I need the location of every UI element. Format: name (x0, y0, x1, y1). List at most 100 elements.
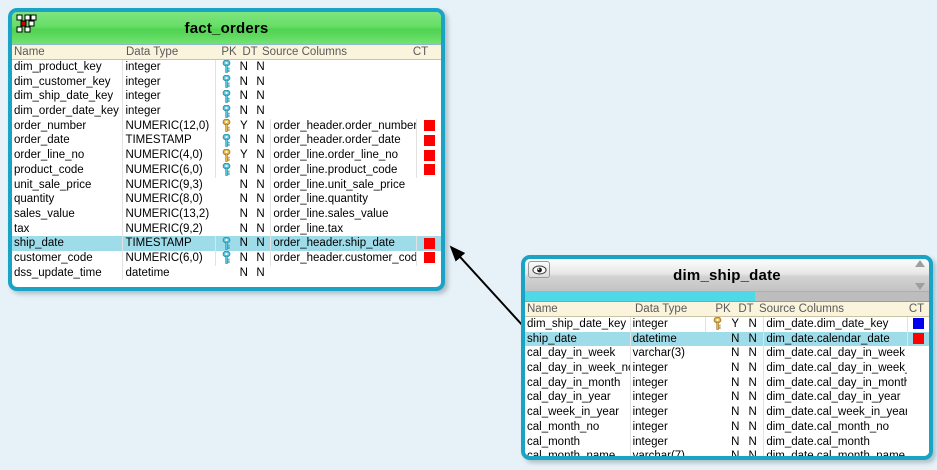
cell-key-indicator (215, 74, 237, 90)
cell-pk-flag: N (239, 61, 248, 73)
entity-progress-strip[interactable] (525, 292, 929, 302)
cell-data-type: integer (629, 390, 706, 406)
cell-pk-flag: N (239, 251, 248, 264)
cell-column-name: cal_month_name (527, 450, 616, 460)
cell-change-type (416, 236, 441, 251)
entity-title-bar[interactable]: dim_ship_date (525, 259, 929, 292)
cell-data-type: TIMESTAMP (122, 133, 215, 149)
cell-dt-flag: N (748, 450, 757, 460)
cell-pk-flag: N (731, 391, 740, 404)
cell-column-name: cal_month (527, 435, 581, 448)
cell-pk-flag: N (239, 178, 248, 191)
cell-source-columns: order_header.order_number (270, 118, 416, 134)
grid-header-row: Name Data Type PK DT Source Columns CT (12, 45, 441, 60)
change-type-swatch (423, 134, 435, 146)
cell-data-type: NUMERIC(6,0) (122, 250, 215, 266)
header-dt[interactable]: DT (242, 45, 258, 58)
cell-column-name: cal_month_no (527, 420, 600, 433)
header-pk[interactable]: PK (221, 45, 237, 58)
cell-dt-flag: N (256, 119, 265, 132)
cell-key-indicator (215, 162, 237, 178)
cell-data-type: integer (629, 405, 706, 420)
entity-title: fact_orders (184, 19, 269, 37)
cell-column-name: sales_value (14, 207, 75, 220)
header-datatype[interactable]: Data Type (635, 302, 688, 315)
cell-key-indicator (215, 250, 237, 266)
cell-column-name: cal_day_in_week (527, 347, 616, 360)
key-icon (222, 89, 231, 103)
header-pk[interactable]: PK (715, 302, 731, 315)
header-source[interactable]: Source Columns (262, 45, 348, 58)
change-type-swatch (912, 333, 924, 345)
scroll-down-arrow[interactable] (914, 283, 925, 290)
cell-source-columns: order_line.order_line_no (270, 148, 416, 163)
cell-column-name: tax (14, 222, 30, 235)
cell-pk-flag: N (239, 266, 248, 279)
eye-icon-button[interactable] (528, 261, 550, 278)
header-name[interactable]: Name (527, 302, 558, 315)
cell-source-columns: dim_date.cal_week_in_year (763, 405, 907, 420)
cell-data-type: datetime (629, 331, 706, 347)
cell-source-columns: dim_date.calendar_date (763, 331, 906, 347)
cell-column-name: dss_update_time (14, 266, 102, 279)
cell-pk-flag: N (239, 134, 248, 147)
cell-pk-flag: N (239, 207, 248, 220)
cell-source-columns: order_header.ship_date (270, 236, 416, 251)
cell-data-type: NUMERIC(8,0) (122, 192, 215, 207)
header-dt[interactable]: DT (738, 302, 754, 315)
key-icon (222, 163, 231, 177)
change-type-swatch (423, 164, 435, 176)
header-source[interactable]: Source Columns (759, 302, 845, 315)
entity-title-bar[interactable]: fact_orders (12, 12, 441, 45)
scroll-arrows[interactable] (912, 260, 927, 290)
header-datatype[interactable]: Data Type (126, 45, 179, 58)
cell-column-name: cal_day_in_month (527, 376, 621, 389)
cell-pk-flag: Y (239, 149, 248, 162)
header-ct[interactable]: CT (908, 302, 925, 315)
cell-change-type (416, 148, 441, 163)
header-name[interactable]: Name (14, 45, 45, 58)
cell-change-type (416, 133, 441, 149)
cell-dt-flag: N (256, 193, 265, 206)
cell-data-type: NUMERIC(12,0) (122, 118, 215, 134)
cell-pk-flag: N (239, 222, 248, 235)
change-type-swatch (423, 149, 435, 161)
scroll-up-arrow[interactable] (914, 260, 925, 267)
cell-data-type: integer (122, 60, 215, 75)
cell-change-type (416, 250, 441, 266)
header-ct[interactable]: CT (412, 45, 429, 58)
cell-data-type: varchar(3) (629, 346, 706, 362)
cell-column-name: dim_ship_date_key (14, 90, 114, 103)
diagram-icon[interactable] (16, 14, 38, 34)
key-icon (222, 236, 231, 250)
cell-pk-flag: N (239, 90, 248, 103)
cell-data-type: integer (629, 317, 706, 332)
